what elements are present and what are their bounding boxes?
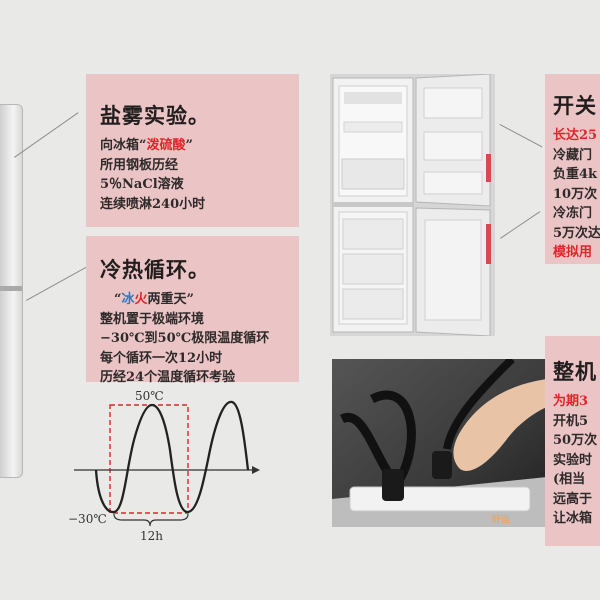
fridge-door-gap bbox=[0, 286, 22, 291]
salt-spray-panel: 盐雾实验。 向冰箱“泼硫酸” 所用钢板历经 5％NaCl溶液 连续喷淋240小时 bbox=[86, 74, 299, 227]
thermal-line-3: −30℃到50℃极限温度循环 bbox=[100, 331, 270, 346]
whole-line-5: (相当 bbox=[553, 472, 586, 487]
watermark-text: 好运 bbox=[492, 513, 510, 525]
door-line-3: 负重4k bbox=[553, 167, 598, 182]
thermal-line-1-rest: 两重天” bbox=[147, 292, 194, 307]
whole-line-6: 远高于 bbox=[553, 491, 593, 507]
whole-machine-title: 整机 bbox=[553, 359, 597, 384]
whole-line-2: 开机5 bbox=[553, 413, 589, 429]
salt-line-1: 向冰箱“泼硫酸” bbox=[100, 136, 289, 156]
open-fridge-image bbox=[330, 73, 495, 337]
door-test-title: 开关 bbox=[553, 93, 597, 118]
fridge-side-image bbox=[0, 104, 23, 478]
door-line-1: 长达25 bbox=[553, 128, 598, 143]
thermal-line-5: 历经24个温度循环考验 bbox=[100, 370, 236, 385]
graph-period-label: 12h bbox=[140, 529, 163, 543]
whole-line-1: 为期3 bbox=[553, 394, 589, 409]
salt-spray-title: 盐雾实验。 bbox=[100, 103, 210, 128]
salt-line-2: 所用钢板历经 bbox=[100, 157, 179, 173]
door-test-panel: 开关 长达25 冷藏门 负重4k 10万次 冷冻门 5万次达 模拟用 bbox=[545, 74, 600, 264]
thermal-cycle-panel: 冷热循环。 “冰火两重天” 整机置于极端环境 −30℃到50℃极限温度循环 每个… bbox=[86, 236, 299, 385]
door-line-4: 10万次 bbox=[553, 186, 598, 202]
power-plug-illustration: 好运 bbox=[332, 359, 547, 527]
graph-bottom-label: −30℃ bbox=[68, 512, 107, 526]
graph-period-bracket bbox=[113, 513, 189, 527]
power-plug-image: 好运 bbox=[332, 359, 547, 527]
door-line-2: 冷藏门 bbox=[553, 147, 593, 163]
door-leader-line-1 bbox=[499, 124, 543, 148]
salt-leader-line bbox=[14, 112, 79, 158]
whole-line-7: 让冰箱 bbox=[553, 511, 593, 526]
open-fridge-illustration bbox=[332, 73, 491, 337]
graph-top-label: 50℃ bbox=[135, 389, 164, 403]
whole-line-4: 实验时 bbox=[553, 452, 593, 468]
thermal-line-4: 每个循环一次12小时 bbox=[100, 350, 223, 366]
thermal-line-2: 整机置于极端环境 bbox=[100, 311, 205, 327]
whole-line-3: 50万次 bbox=[553, 433, 598, 448]
thermal-quote-open: “ bbox=[114, 292, 122, 307]
graph-sine-curve bbox=[94, 400, 250, 514]
door-line-5: 冷冻门 bbox=[553, 206, 593, 221]
temperature-cycle-graph: 50℃ −30℃ 12h bbox=[68, 389, 260, 543]
salt-line-4: 连续喷淋240小时 bbox=[100, 196, 206, 212]
salt-line-1-highlight: 泼硫酸 bbox=[146, 138, 186, 153]
thermal-line-1: “冰火两重天” bbox=[100, 290, 289, 310]
graph-axis-arrow bbox=[252, 466, 260, 474]
thermal-ice-word: 冰 bbox=[121, 292, 135, 307]
salt-line-3: 5％NaCl溶液 bbox=[100, 177, 184, 192]
graph-dashed-box bbox=[109, 404, 189, 514]
door-line-7: 模拟用 bbox=[553, 245, 593, 260]
salt-line-1-prefix: 向冰箱“ bbox=[100, 138, 147, 153]
door-leader-line-2 bbox=[500, 211, 541, 239]
thermal-cycle-title: 冷热循环。 bbox=[100, 257, 210, 282]
thermal-fire-word: 火 bbox=[134, 292, 148, 307]
salt-line-1-suffix: ” bbox=[185, 138, 193, 153]
thermal-leader-line bbox=[26, 266, 88, 301]
door-line-6: 5万次达 bbox=[553, 225, 600, 241]
whole-machine-panel: 整机 为期3 开机5 50万次 实验时 (相当 远高于 让冰箱 bbox=[545, 336, 600, 546]
